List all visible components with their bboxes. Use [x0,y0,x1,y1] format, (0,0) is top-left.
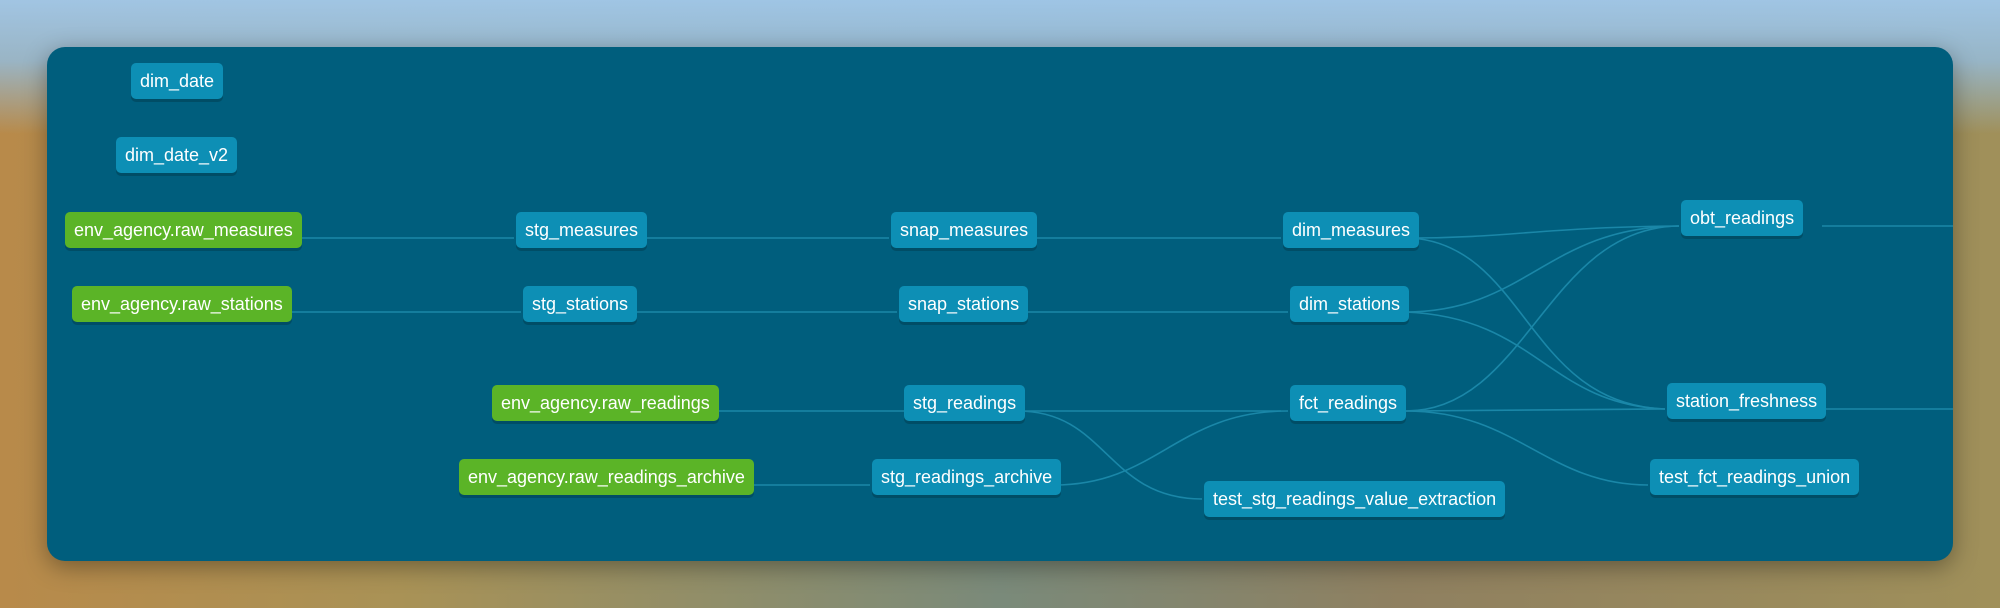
node-dim-stations[interactable]: dim_stations [1290,286,1409,322]
node-dim-date-v2[interactable]: dim_date_v2 [116,137,237,173]
node-stg-readings[interactable]: stg_readings [904,385,1025,421]
edge-stg-readings-archive-fct-readings [1054,411,1288,485]
node-dim-measures[interactable]: dim_measures [1283,212,1419,248]
node-raw-measures[interactable]: env_agency.raw_measures [65,212,302,248]
node-test-fct-readings-union[interactable]: test_fct_readings_union [1650,459,1859,495]
edge-dim-measures-freshness [1412,238,1665,409]
node-fct-readings[interactable]: fct_readings [1290,385,1406,421]
node-station-freshness[interactable]: station_freshness [1667,383,1826,419]
node-stg-readings-archive[interactable]: stg_readings_archive [872,459,1061,495]
edge-dim-stations-freshness [1405,312,1665,409]
node-raw-readings-archive[interactable]: env_agency.raw_readings_archive [459,459,754,495]
node-obt-readings[interactable]: obt_readings [1681,200,1803,236]
node-raw-stations[interactable]: env_agency.raw_stations [72,286,292,322]
node-raw-readings[interactable]: env_agency.raw_readings [492,385,719,421]
node-dim-date[interactable]: dim_date [131,63,223,99]
node-stg-stations[interactable]: stg_stations [523,286,637,322]
lineage-graph-panel[interactable]: dim_date dim_date_v2 env_agency.raw_meas… [47,47,1953,561]
edge-fct-readings-obt [1406,226,1679,411]
node-stg-measures[interactable]: stg_measures [516,212,647,248]
node-snap-stations[interactable]: snap_stations [899,286,1028,322]
node-snap-measures[interactable]: snap_measures [891,212,1037,248]
edge-fct-readings-test-union [1406,411,1648,485]
node-test-stg-readings-value-extraction[interactable]: test_stg_readings_value_extraction [1204,481,1505,517]
edge-fct-readings-freshness [1406,409,1665,411]
edge-dim-stations-obt [1405,226,1679,312]
